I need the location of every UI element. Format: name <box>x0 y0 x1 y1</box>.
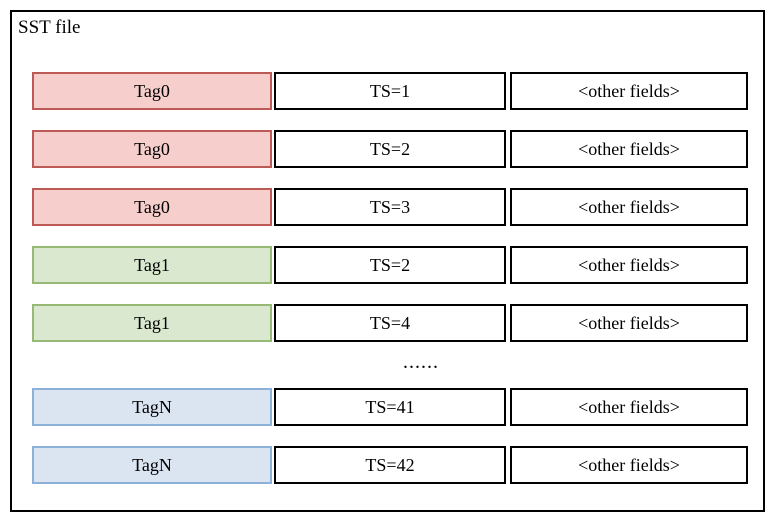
record-row: TagN TS=41 <other fields> <box>32 388 750 426</box>
record-timestamp-cell: TS=4 <box>274 304 506 342</box>
record-tag-cell: Tag1 <box>32 304 272 342</box>
record-row: Tag0 TS=3 <other fields> <box>32 188 750 226</box>
record-tag-cell: TagN <box>32 388 272 426</box>
record-other-fields-cell: <other fields> <box>510 446 748 484</box>
record-timestamp-cell: TS=3 <box>274 188 506 226</box>
ellipsis-label: ...... <box>403 351 439 373</box>
record-timestamp-cell: TS=41 <box>274 388 506 426</box>
record-timestamp-cell: TS=2 <box>274 130 506 168</box>
record-tag-cell: Tag0 <box>32 72 272 110</box>
record-row: Tag1 TS=4 <other fields> <box>32 304 750 342</box>
record-other-fields-cell: <other fields> <box>510 130 748 168</box>
records-ellipsis: ...... <box>32 350 750 374</box>
record-other-fields-cell: <other fields> <box>510 246 748 284</box>
record-other-fields-cell: <other fields> <box>510 388 748 426</box>
record-timestamp-cell: TS=2 <box>274 246 506 284</box>
sst-record-list: Tag0 TS=1 <other fields> Tag0 TS=2 <othe… <box>12 12 767 514</box>
record-tag-cell: Tag1 <box>32 246 272 284</box>
record-row: Tag0 TS=2 <other fields> <box>32 130 750 168</box>
record-other-fields-cell: <other fields> <box>510 304 748 342</box>
record-tag-cell: TagN <box>32 446 272 484</box>
record-timestamp-cell: TS=42 <box>274 446 506 484</box>
record-row: Tag1 TS=2 <other fields> <box>32 246 750 284</box>
record-row: Tag0 TS=1 <other fields> <box>32 72 750 110</box>
sst-file-container: SST file Tag0 TS=1 <other fields> Tag0 T… <box>10 10 765 512</box>
sst-file-title: SST file <box>18 17 81 38</box>
record-timestamp-cell: TS=1 <box>274 72 506 110</box>
record-other-fields-cell: <other fields> <box>510 72 748 110</box>
record-other-fields-cell: <other fields> <box>510 188 748 226</box>
record-row: TagN TS=42 <other fields> <box>32 446 750 484</box>
record-tag-cell: Tag0 <box>32 130 272 168</box>
record-tag-cell: Tag0 <box>32 188 272 226</box>
